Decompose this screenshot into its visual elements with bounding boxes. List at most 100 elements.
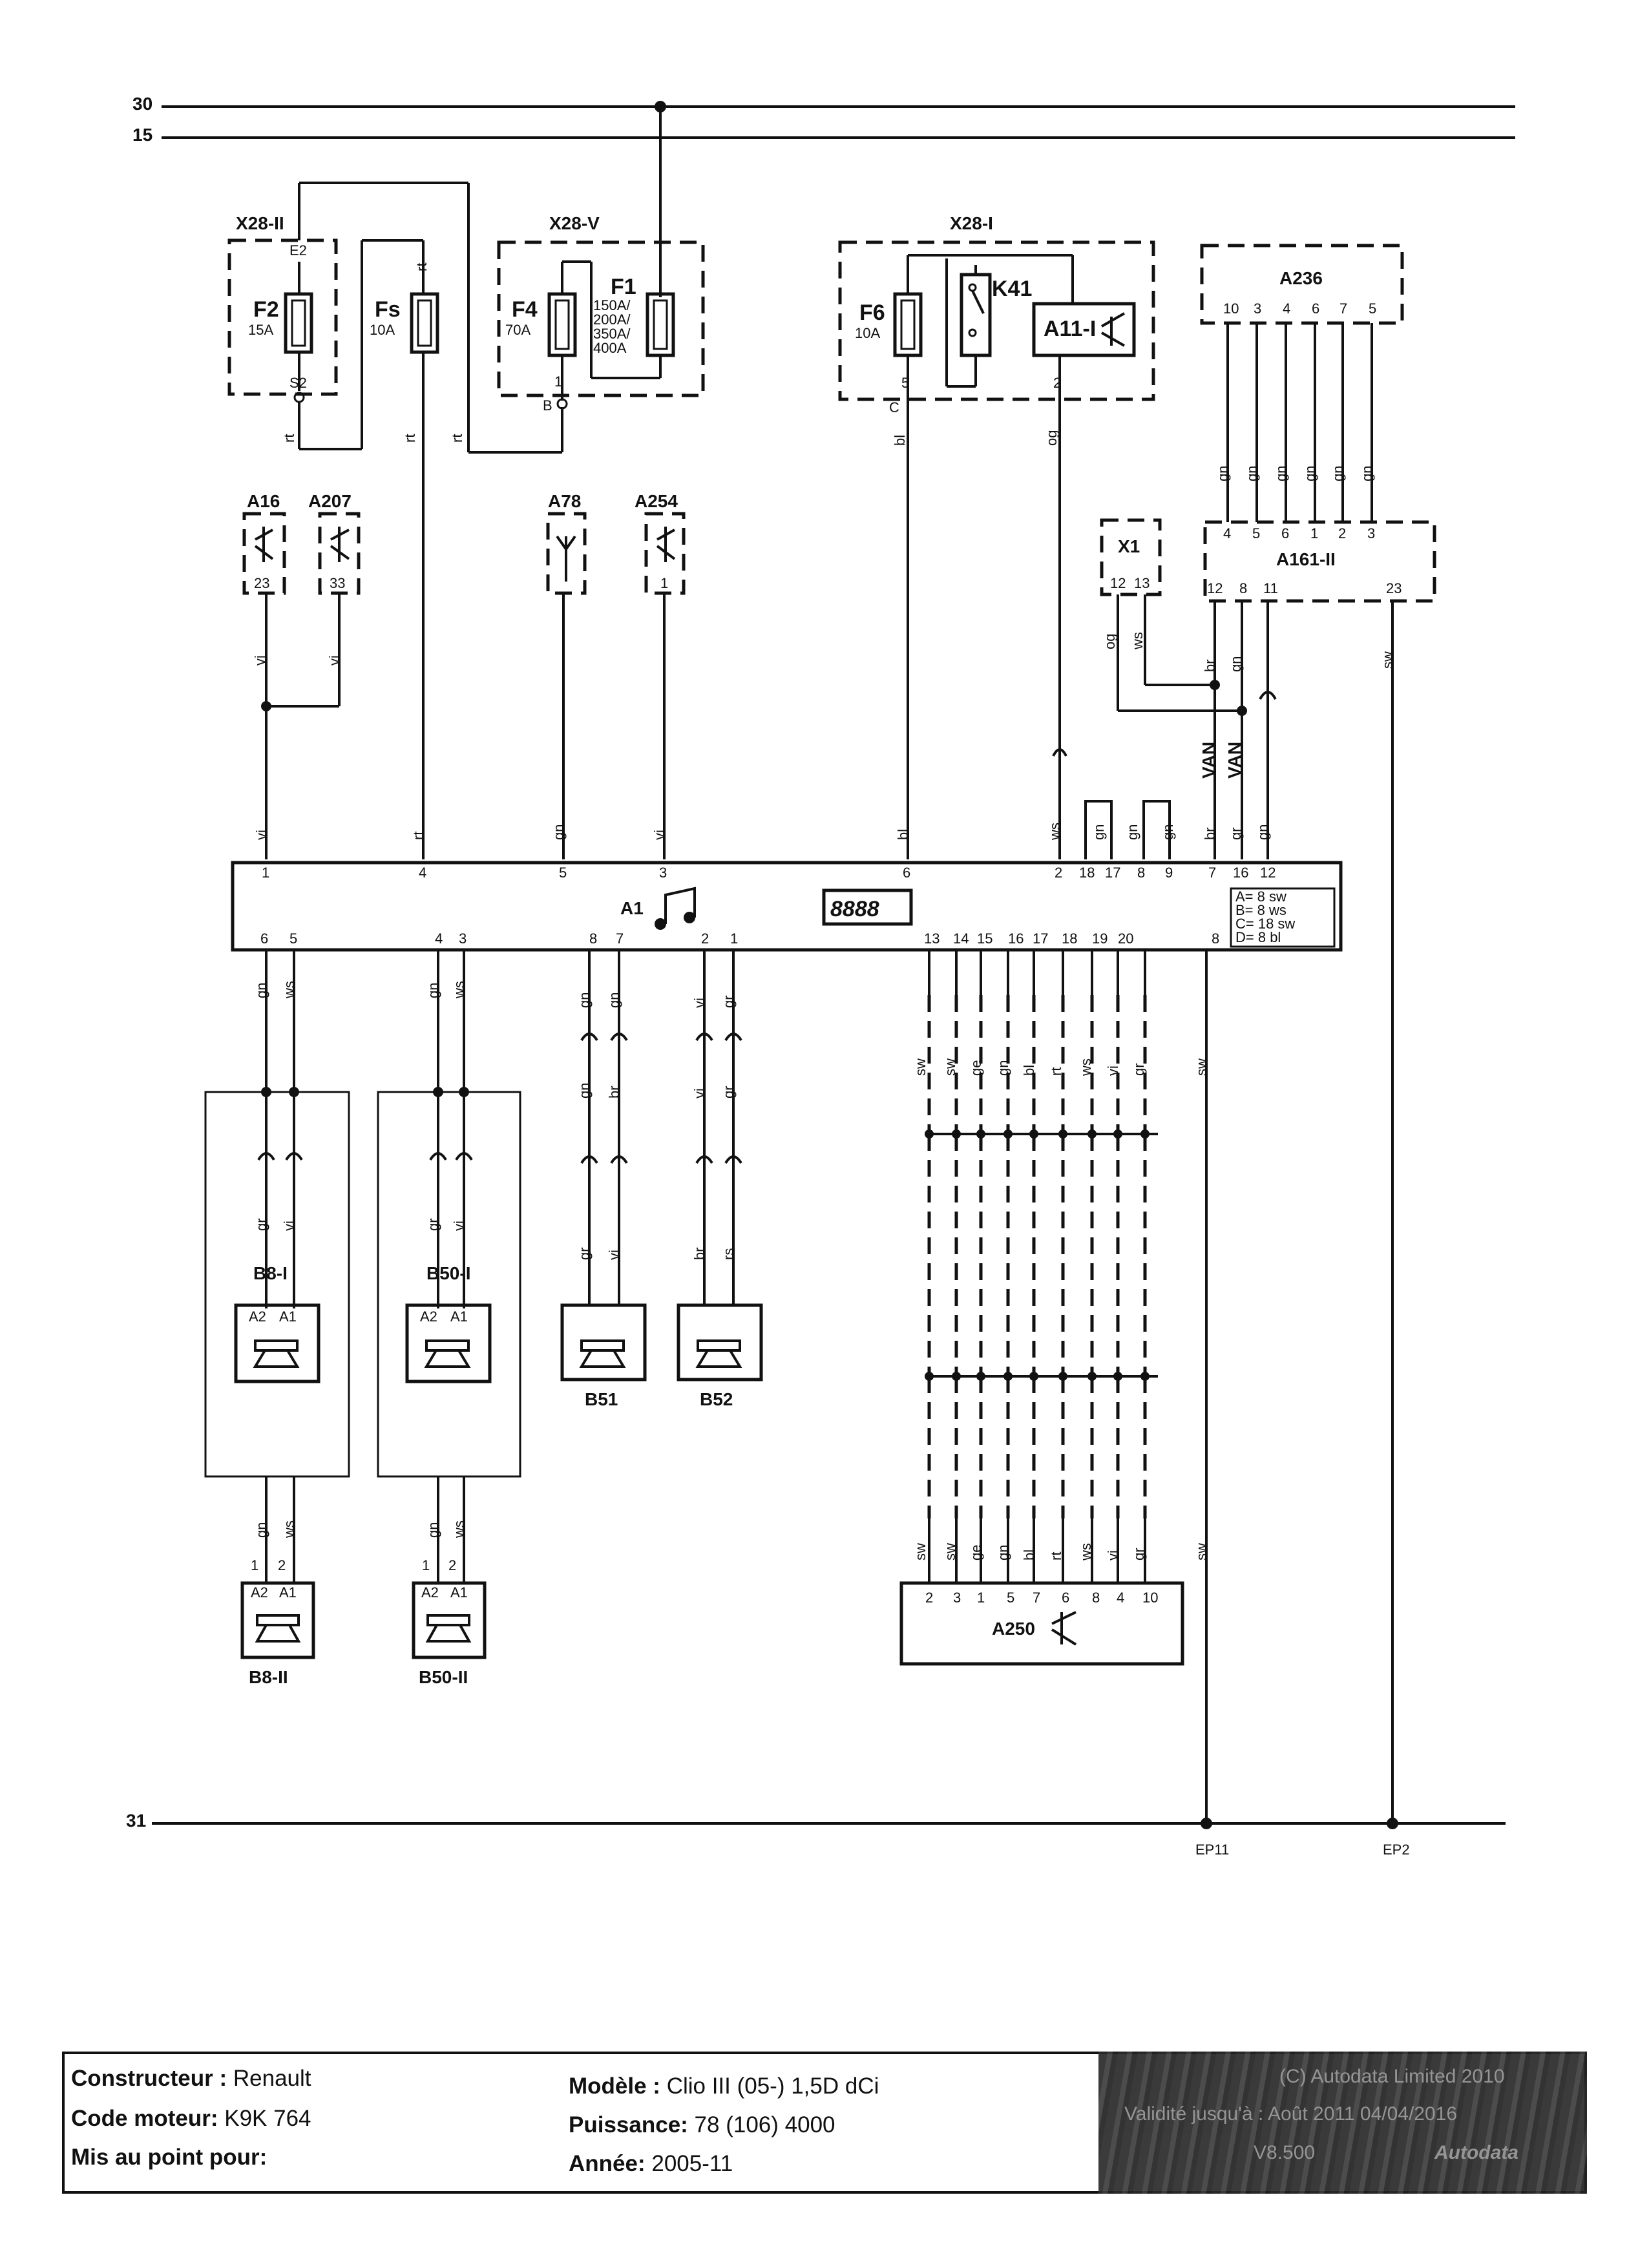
sp2-wire-ws: ws xyxy=(451,981,467,999)
wire-color-vi-a207: vi xyxy=(326,655,342,666)
a78-label: A78 xyxy=(548,491,581,511)
wire-van-2: VAN xyxy=(1224,742,1245,779)
b52-wire-rs: rs xyxy=(720,1248,737,1260)
x28-i-label: X28-I xyxy=(950,213,993,233)
b50i-pin-a1: A1 xyxy=(450,1308,468,1325)
b8ii-pin-1: 1 xyxy=(251,1557,258,1573)
wire-color-rt-2: rt xyxy=(414,263,430,271)
a161-pin-5: 5 xyxy=(1252,525,1260,541)
puissance-label: Puissance: xyxy=(569,2112,688,2137)
speaker-b8-i-label: B8-I xyxy=(253,1263,288,1283)
bus-top-ge: ge xyxy=(968,1060,984,1076)
a250-pin-5: 5 xyxy=(1007,1590,1014,1606)
x28-i-pin-c: C xyxy=(889,399,899,415)
b50ii-pin-a1: A1 xyxy=(450,1584,468,1601)
a161-pin-23: 23 xyxy=(1386,580,1402,596)
a161-pin-1: 1 xyxy=(1310,525,1318,541)
ground-wire-sw-1: sw xyxy=(1193,1058,1210,1076)
fuse-box-x28-ii: X28-II E2 F2 15A S2 rt Fs 10A rt rt xyxy=(227,182,563,859)
speaker-b8-ii-label: B8-II xyxy=(249,1667,288,1687)
a16-label: A16 xyxy=(247,491,280,511)
a250-pin-10: 10 xyxy=(1142,1590,1158,1606)
x1-pin-12: 12 xyxy=(1110,575,1126,591)
fuse-f1-rating-1: 150A/ xyxy=(593,297,631,313)
validite-text: Validité jusqu'à : Août 2011 04/04/2016 xyxy=(1124,2103,1458,2125)
bus-bot-gr: gr xyxy=(1131,1548,1147,1560)
wire-color-gn-a161: gn xyxy=(1228,656,1244,672)
a1-bot-pin-8: 8 xyxy=(589,930,597,947)
a1-top-pin-2: 2 xyxy=(1055,865,1062,881)
a1-top-pin-18: 18 xyxy=(1079,865,1095,881)
annee-label: Année: xyxy=(569,2151,646,2176)
code-value: K9K 764 xyxy=(224,2106,311,2131)
annee-value: 2005-11 xyxy=(651,2151,733,2176)
bus-bot-sw-1: sw xyxy=(912,1543,929,1560)
bus-junction xyxy=(952,1129,961,1139)
wire-color-og-1: og xyxy=(1044,430,1060,446)
a1-bot-pin-5: 5 xyxy=(289,930,297,947)
a250-wiring: A250 2 3 1 5 7 6 8 4 10 sw sw ge gn bl r… xyxy=(899,950,1210,1823)
sp3-wire-gn: gn xyxy=(253,1522,269,1538)
wire-color-bl-1: bl xyxy=(892,435,908,446)
bus-junction xyxy=(952,1372,961,1381)
a250-pin-1: 1 xyxy=(977,1590,985,1606)
wire-color-ws-x1: ws xyxy=(1129,632,1146,650)
ground-ep2-label: EP2 xyxy=(1383,1842,1410,1858)
a1-bot-pin-13: 13 xyxy=(924,930,940,947)
mis-label: Mis au point pour: xyxy=(71,2145,268,2170)
bus-junction xyxy=(976,1372,985,1381)
sp2-wire-gn: gn xyxy=(425,983,441,998)
sp4-wire-ws: ws xyxy=(451,1520,467,1538)
a1-legend-d: D= 8 bl xyxy=(1235,929,1281,945)
a236-pin-3: 3 xyxy=(1254,300,1261,317)
wire-color-vi-a16: vi xyxy=(252,655,268,666)
a236-pin-6: 6 xyxy=(1312,300,1319,317)
a250-pin-2: 2 xyxy=(925,1590,933,1606)
a236-wire-gn-4: gn xyxy=(1302,466,1318,481)
copyright-text: (C) Autodata Limited 2010 xyxy=(1279,2066,1505,2087)
a161-pin-11: 11 xyxy=(1263,580,1278,596)
fuse-f1-label: F1 xyxy=(611,275,636,299)
a236-pin-10: 10 xyxy=(1223,300,1239,317)
fuse-fs-label: Fs xyxy=(375,297,401,322)
b51-wire-vi: vi xyxy=(606,1250,622,1260)
a254-pin: 1 xyxy=(660,575,668,591)
fuse-f1-rating-4: 400A xyxy=(593,340,627,356)
modele-label: Modèle : xyxy=(569,2074,660,2099)
sp4-wire-gn: gn xyxy=(425,1522,441,1538)
a1-wire-bl: bl xyxy=(895,829,911,840)
bus-junction xyxy=(1113,1372,1122,1381)
a1-wire-gn-5: gn xyxy=(1255,824,1271,840)
a1-wire-gn-4: gn xyxy=(1160,824,1176,840)
a254-label: A254 xyxy=(635,491,678,511)
wire-color-rt-4: rt xyxy=(449,434,465,443)
wire-van-1: VAN xyxy=(1199,742,1219,779)
a1-wire-rt: rt xyxy=(410,832,426,840)
a1-top-pin-6: 6 xyxy=(903,865,910,881)
puissance-row: Puissance: 78 (106) 4000 xyxy=(569,2112,835,2138)
a1-bot-pin-20: 20 xyxy=(1118,930,1133,947)
bus-top-sw-1: sw xyxy=(912,1058,929,1076)
a1-top-wire-labels: vi rt gn vi bl ws gn gn gn br gr gn xyxy=(253,401,1271,859)
bus-junction xyxy=(1058,1129,1067,1139)
bus-bot-vi: vi xyxy=(1105,1550,1121,1560)
annee-row: Année: 2005-11 xyxy=(569,2151,733,2177)
bus-junction xyxy=(1113,1129,1122,1139)
bus-junction xyxy=(925,1129,934,1139)
a207-pin: 33 xyxy=(330,575,345,591)
a1-top-pin-5: 5 xyxy=(559,865,567,881)
rail-31-label: 31 xyxy=(126,1811,146,1831)
a1-top-pin-1: 1 xyxy=(262,865,269,881)
code-label: Code moteur: xyxy=(71,2106,218,2131)
bus-bot-ge: ge xyxy=(968,1545,984,1560)
a1-display: 8888 xyxy=(830,897,879,921)
bus-bot-ws: ws xyxy=(1078,1543,1094,1561)
a1-wire-gn: gn xyxy=(551,824,567,840)
a161-label: A161-II xyxy=(1276,549,1336,569)
rail-15-label: 15 xyxy=(132,125,152,145)
a1-legend-a: A= 8 sw xyxy=(1235,888,1287,905)
b52-wire-vi-1: vi xyxy=(691,998,708,1008)
fuse-f2-label: F2 xyxy=(253,297,279,322)
module-a11-label: A11-I xyxy=(1044,317,1096,341)
